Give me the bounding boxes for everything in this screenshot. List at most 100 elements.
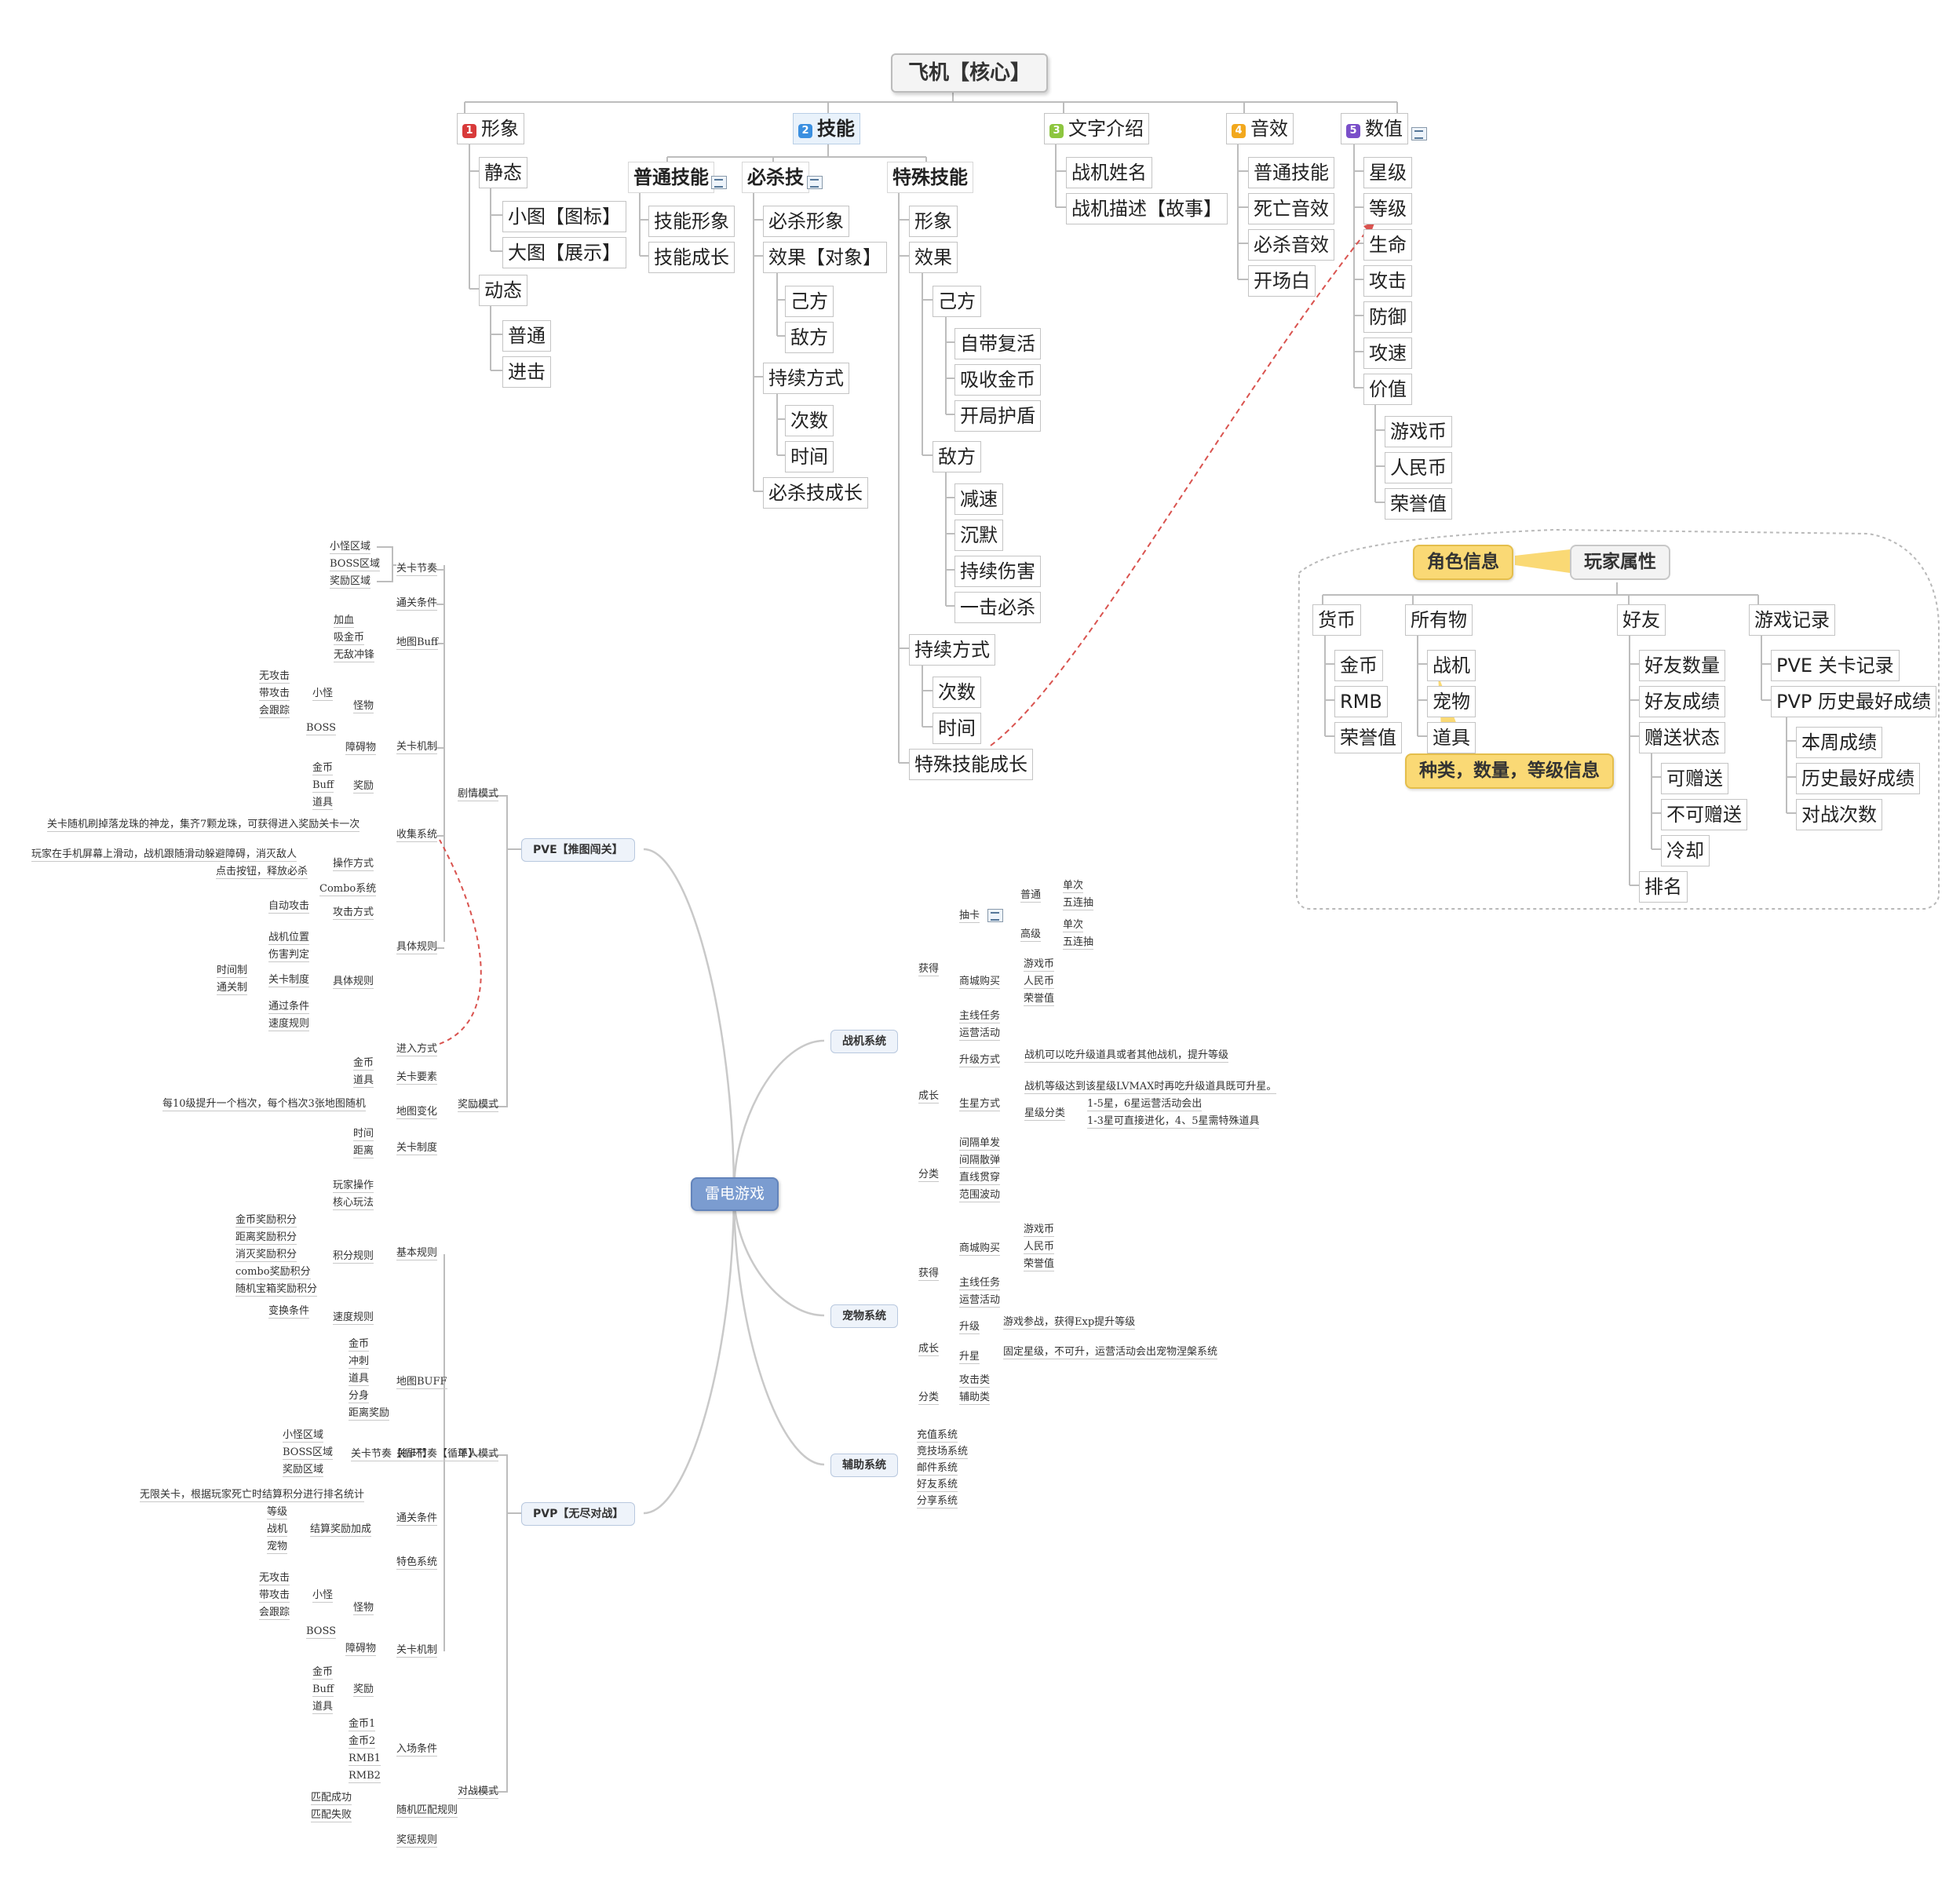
node-p-grow[interactable]: 成长 — [918, 1090, 940, 1104]
node-single-sec-1[interactable]: 地图BUFF — [396, 1376, 447, 1389]
node-gift-1[interactable]: 不可赠送 — [1661, 799, 1747, 830]
node-static[interactable]: 静态 — [479, 157, 527, 188]
node-special-effect[interactable]: 效果 — [909, 242, 958, 273]
node-entry-2[interactable]: RMB1 — [349, 1753, 381, 1766]
node-pet-star-text[interactable]: 固定星级，不可升，运营活动会出宠物涅槃系统 — [1003, 1346, 1218, 1359]
node-rules-0[interactable]: 战机位置 — [268, 932, 310, 945]
node-rules2[interactable]: 具体规则 — [333, 976, 374, 989]
note-icon[interactable] — [711, 176, 727, 189]
node-combo[interactable]: Combo系统 — [319, 883, 377, 896]
node-special-own[interactable]: 己方 — [933, 286, 981, 317]
node-story-mode[interactable]: 剧情模式 — [458, 788, 499, 801]
node-s-prize-1[interactable]: Buff — [312, 1684, 334, 1697]
node-settle-2[interactable]: 宠物 — [267, 1541, 288, 1554]
node-pet-shop[interactable]: 商城购买 — [959, 1242, 1001, 1256]
node-record-0[interactable]: PVE 关卡记录 — [1771, 650, 1900, 681]
node-story-sec-2[interactable]: 地图Buff — [396, 637, 439, 650]
node-pet-cls[interactable]: 分类 — [918, 1392, 940, 1405]
node-skill-image[interactable]: 技能形象 — [648, 206, 735, 237]
node-p-cls-0[interactable]: 间隔单发 — [959, 1137, 1001, 1151]
center-node[interactable]: 雷电游戏 — [691, 1177, 779, 1211]
node-buff-2[interactable]: 无敌冲锋 — [334, 649, 375, 662]
node-p-shop-1[interactable]: 人民币 — [1024, 976, 1055, 989]
node-boss[interactable]: BOSS — [306, 722, 337, 735]
node-dynamic[interactable]: 动态 — [479, 275, 527, 306]
node-rhythm-0[interactable]: 小怪区域 — [330, 541, 371, 554]
node-stat-6[interactable]: 价值 — [1363, 374, 1412, 405]
node-rhythm-1[interactable]: BOSS区域 — [330, 558, 381, 571]
node-pve[interactable]: PVE【推图闯关】 — [521, 838, 635, 862]
node-records[interactable]: 游戏记录 — [1749, 604, 1835, 636]
node-plane-story[interactable]: 战机描述【故事】 — [1066, 193, 1228, 224]
node-mob-0[interactable]: 无攻击 — [259, 670, 290, 684]
node-story-sec-5[interactable]: 具体规则 — [396, 941, 438, 954]
node-sys-1[interactable]: 距离 — [353, 1145, 374, 1158]
node-s-mob-0[interactable]: 无攻击 — [259, 1572, 290, 1585]
node-mapbuff-3[interactable]: 分身 — [349, 1390, 370, 1403]
node-p-cls-1[interactable]: 间隔散弹 — [959, 1155, 1001, 1168]
node-ultimate-image[interactable]: 必杀形象 — [763, 206, 849, 237]
node-ultimate-effect[interactable]: 效果【对象】 — [763, 242, 887, 273]
node-s-prize-0[interactable]: 金币 — [312, 1666, 334, 1680]
node-p-shop[interactable]: 商城购买 — [959, 976, 1001, 989]
node-draw-senior[interactable]: 高级 — [1020, 928, 1042, 942]
node-op-text2[interactable]: 点击按钮，释放必杀 — [216, 866, 308, 879]
node-mapbuff-0[interactable]: 金币 — [349, 1338, 370, 1352]
node-player-attributes[interactable]: 玩家属性 — [1570, 545, 1670, 580]
node-ultimate-duration[interactable]: 持续方式 — [763, 363, 849, 394]
node-own-effect-0[interactable]: 自带复活 — [954, 328, 1041, 359]
node-small-image[interactable]: 小图【图标】 — [502, 201, 626, 232]
node-stat-3[interactable]: 攻击 — [1363, 265, 1412, 297]
node-speed[interactable]: 速度规则 — [268, 1018, 310, 1031]
node-normal-skill[interactable]: 普通技能 — [628, 162, 714, 193]
node-reward-sec-3[interactable]: 关卡制度 — [396, 1142, 438, 1155]
node-enemy-effect-2[interactable]: 持续伤害 — [954, 556, 1041, 587]
node-currency-1[interactable]: RMB — [1334, 686, 1388, 717]
node-single-sec-0[interactable]: 基本规则 — [396, 1247, 438, 1260]
node-speed-item[interactable]: 变换条件 — [268, 1305, 310, 1319]
node-normal[interactable]: 普通 — [502, 320, 551, 352]
node-prize-0[interactable]: 金币 — [312, 762, 334, 775]
node-buff-1[interactable]: 吸金币 — [334, 632, 365, 645]
node-auto-atk[interactable]: 自动攻击 — [268, 900, 310, 914]
node-s-prize-2[interactable]: 道具 — [312, 1701, 334, 1714]
node-pet-event[interactable]: 运营活动 — [959, 1294, 1001, 1308]
node-score-0[interactable]: 金币奖励积分 — [235, 1214, 297, 1228]
node-score-1[interactable]: 距离奖励积分 — [235, 1231, 297, 1245]
node-prize[interactable]: 奖励 — [353, 780, 374, 793]
node-settle-0[interactable]: 等级 — [267, 1506, 288, 1519]
node-currency[interactable]: 货币 — [1312, 604, 1361, 636]
node-special-image[interactable]: 形象 — [909, 206, 958, 237]
node-pvp-0[interactable]: 本周成绩 — [1796, 727, 1882, 758]
node-stat-1[interactable]: 等级 — [1363, 193, 1412, 224]
node-level[interactable]: 关卡制度 — [268, 974, 310, 987]
node-plane-name[interactable]: 战机姓名 — [1066, 157, 1152, 188]
node-story-sec-1[interactable]: 通关条件 — [396, 597, 438, 611]
node-prize-1[interactable]: Buff — [312, 779, 334, 793]
node-pet-quest[interactable]: 主线任务 — [959, 1277, 1001, 1290]
node-score-4[interactable]: 随机宝箱奖励积分 — [235, 1283, 318, 1297]
node-reward-mode[interactable]: 奖励模式 — [458, 1099, 499, 1112]
node-pet-system[interactable]: 宠物系统 — [830, 1304, 898, 1328]
node-single-sec-4[interactable]: 特色系统 — [396, 1556, 438, 1570]
node-prize-2[interactable]: 道具 — [312, 797, 334, 810]
note-icon[interactable] — [1411, 127, 1427, 140]
node-own-effect-2[interactable]: 开局护盾 — [954, 400, 1041, 432]
node-skill-growth[interactable]: 技能成长 — [648, 242, 735, 273]
node-match-0[interactable]: 匹配成功 — [311, 1792, 352, 1805]
node-basic-0[interactable]: 玩家操作 — [333, 1180, 374, 1193]
node-star-t1[interactable]: 1-5星，6星运营活动会出 — [1087, 1098, 1203, 1111]
node-currency-2[interactable]: 荣誉值 — [1334, 722, 1402, 753]
node-story-sec-4[interactable]: 收集系统 — [396, 829, 438, 842]
node-settle-1[interactable]: 战机 — [267, 1523, 288, 1537]
node-sound-2[interactable]: 必杀音效 — [1248, 229, 1334, 261]
node-pet-shop-0[interactable]: 游戏币 — [1024, 1224, 1055, 1237]
node-battle-mode[interactable]: 对战模式 — [458, 1786, 499, 1799]
node-special-growth[interactable]: 特殊技能成长 — [909, 749, 1033, 780]
node-d-single2[interactable]: 单次 — [1063, 919, 1084, 932]
node-stat-0[interactable]: 星级 — [1363, 157, 1412, 188]
